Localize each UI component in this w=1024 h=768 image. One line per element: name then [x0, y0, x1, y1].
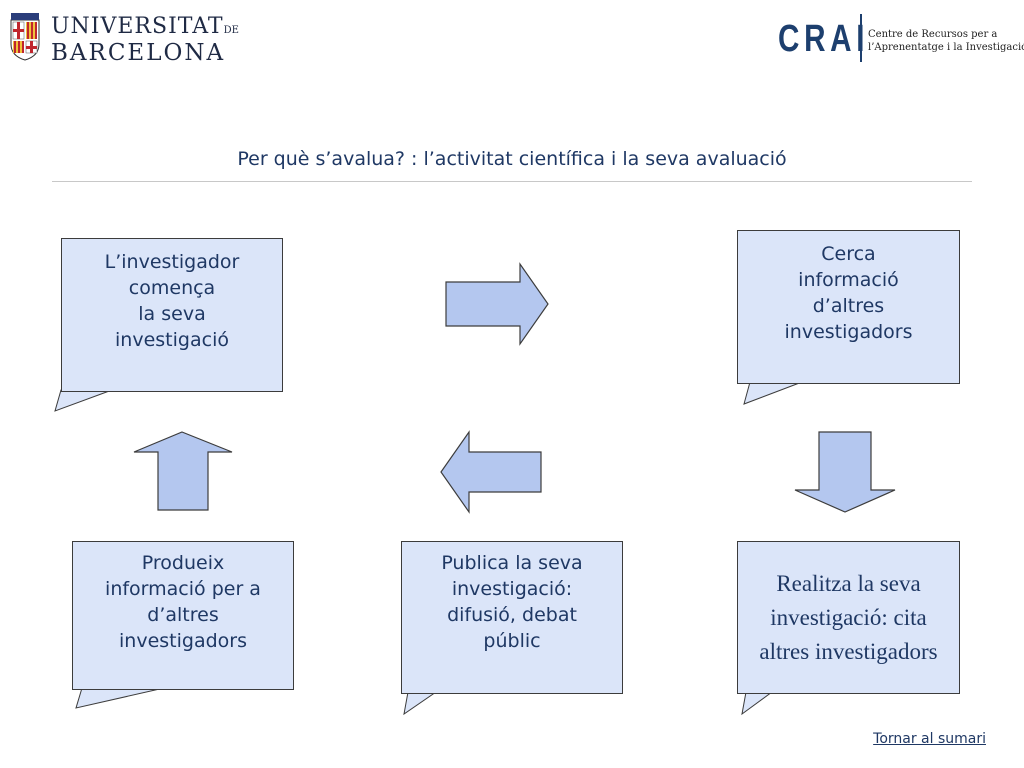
title-divider	[52, 181, 972, 182]
callout-tail	[741, 691, 774, 716]
university-seal-icon	[10, 13, 40, 61]
arrow-down-icon	[794, 431, 896, 513]
crai-divider	[860, 14, 862, 62]
arrow-left-icon	[440, 430, 542, 514]
university-name-line2: BARCELONA	[51, 40, 226, 66]
step-search-text: Cerca informació d’altres investigadors	[784, 243, 913, 343]
page-title: Per què s’avalua? : l’activitat científi…	[237, 148, 787, 170]
step-search-callout: Cerca informació d’altres investigadors	[737, 230, 960, 384]
step-publish-callout: Publica la seva investigació: difusió, d…	[401, 541, 623, 694]
step-produce-callout: Produeix informació per a d’altres inves…	[72, 541, 294, 690]
callout-tail	[75, 687, 165, 709]
arrow-right-icon	[445, 262, 549, 346]
step-publish-text: Publica la seva investigació: difusió, d…	[441, 552, 583, 652]
university-logo: UNIVERSITATDE BARCELONA	[8, 10, 239, 66]
step-produce-text: Produeix informació per a d’altres inves…	[105, 552, 261, 652]
callout-tail	[403, 691, 438, 716]
callout-tail	[743, 381, 803, 405]
back-to-summary-link[interactable]: Tornar al sumari	[873, 731, 986, 747]
crai-wordmark: CRAI	[778, 18, 870, 60]
arrow-up-icon	[133, 431, 233, 511]
step-start-callout: L’investigador comença la seva investiga…	[61, 238, 283, 392]
crai-subtitle: Centre de Recursos per a l’Aprenentatge …	[868, 29, 1024, 53]
university-name-line1: UNIVERSITATDE	[51, 14, 239, 39]
step-research-text: Realitza la seva investigació: cita altr…	[759, 570, 938, 664]
crai-logo: CRAI Centre de Recursos per a l’Aprenent…	[778, 14, 1024, 64]
step-research-callout: Realitza la seva investigació: cita altr…	[737, 541, 960, 694]
step-start-text: L’investigador comença la seva investiga…	[104, 251, 240, 351]
